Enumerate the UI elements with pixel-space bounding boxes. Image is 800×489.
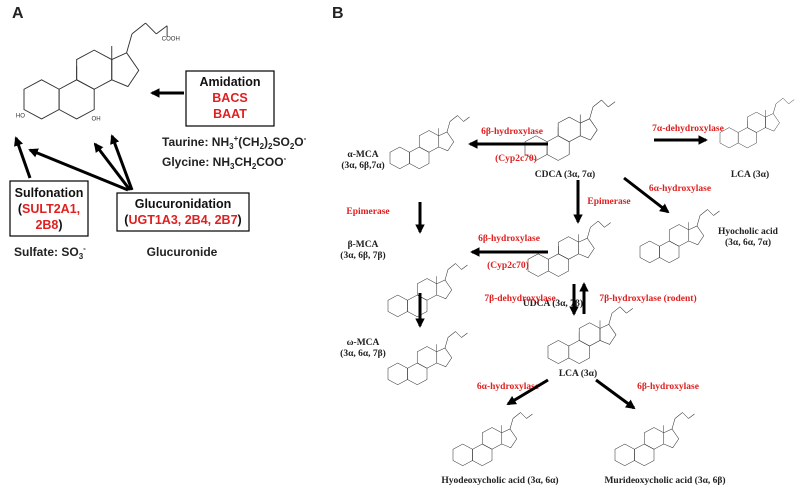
sulfonation-arrow (14, 136, 32, 179)
enzyme-7b-hydroxylase-rodent: 7β-hydroxylase (rodent) (599, 293, 696, 304)
alpha-mca-config: (3α, 6β,7α) (341, 160, 384, 171)
enzyme-epimerase-left: Epimerase (346, 207, 389, 217)
glucuronidation-title: Glucuronidation (135, 197, 232, 211)
amidation-title: Amidation (199, 75, 260, 89)
hyodeoxycholic-label: Hyodeoxycholic acid (3α, 6α) (441, 475, 558, 486)
hyocholic-name: Hyocholic acid (718, 227, 779, 237)
glycine-formula: Glycine: NH3CH2COO- (162, 154, 287, 171)
amidation-enzyme-bacs: BACS (212, 91, 247, 105)
glucuronide-label: Glucuronide (147, 245, 218, 259)
oh-label: OH (92, 116, 101, 122)
lca-mid-structure (547, 306, 634, 364)
hyocholic-config: (3α, 6α, 7α) (725, 237, 771, 248)
glucuronidation-arrow-24 (110, 134, 134, 191)
panel-a-letter: A (12, 5, 24, 22)
udca-structure (527, 220, 611, 277)
bile-acid-structure: COOH HO OH (16, 22, 180, 122)
alpha-mca-name: α-MCA (347, 150, 378, 160)
amidation-enzyme-baat: BAAT (213, 107, 247, 121)
omega-mca-name: ω-MCA (347, 338, 380, 348)
amidation-box (185, 70, 275, 127)
glucuronidation-box (116, 192, 250, 232)
enzyme-6a-hydroxylase-right: 6α-hydroxylase (649, 184, 711, 194)
udca-label: UDCA (3α, 7β) (523, 298, 583, 309)
enzyme-7a-dehydroxylase: 7α-dehydroxylase (652, 124, 724, 134)
panel-b-letter: B (332, 5, 344, 22)
arrow-cdca-to-hyocholic (623, 176, 670, 214)
cdca-label: CDCA (3α, 7α) (535, 169, 595, 180)
enzyme-epimerase-center: Epimerase (587, 197, 630, 207)
arrow-lca-to-hyodeoxycholic (506, 378, 549, 406)
enzyme-6b-hydroxylase-top: 6β-hydroxylase (481, 127, 543, 137)
enzyme-7b-dehydroxylase: 7β-dehydroxylase (484, 294, 555, 304)
enzyme-cyp2c70-mid: (Cyp2c70) (487, 260, 529, 271)
cooh-label: COOH (162, 37, 180, 43)
sulfonation-box (9, 180, 89, 237)
beta-mca-name: β-MCA (348, 240, 379, 250)
arrow-lca-to-murideoxycholic (595, 378, 636, 410)
omega-mca-structure (387, 331, 468, 386)
enzyme-6a-hydroxylase-bottom: 6α-hydroxylase (477, 382, 539, 392)
alpha-mca-structure (389, 115, 470, 170)
glucuronidation-arrow-3 (28, 148, 129, 192)
omega-mca-config: (3α, 6α, 7β) (340, 348, 386, 359)
lca-mid-label: LCA (3α) (559, 368, 597, 379)
glucuronidation-enzymes: (UGT1A3, 2B4, 2B7) (124, 213, 241, 227)
enzyme-cyp2c70-top: (Cyp2c70) (495, 153, 537, 164)
hyocholic-structure (639, 209, 720, 264)
murideoxycholic-structure (614, 412, 695, 467)
glucuronidation-arrow-7 (93, 142, 132, 191)
sulfate-formula: Sulfate: SO3- (14, 244, 86, 261)
hyodeoxycholic-structure (452, 412, 533, 467)
lca-top-label: LCA (3α) (731, 169, 769, 180)
ho-label: HO (16, 114, 25, 120)
beta-mca-config: (3α, 6β, 7β) (340, 250, 385, 261)
taurine-formula: Taurine: NH3+(CH2)2SO2O- (162, 134, 307, 151)
murideoxycholic-label: Murideoxycholic acid (3α, 6β) (604, 475, 725, 486)
sulfonation-enzymes-line1: (SULT2A1, (18, 202, 80, 216)
beta-mca-structure (387, 263, 468, 318)
sulfonation-title: Sulfonation (15, 186, 84, 200)
enzyme-6b-hydroxylase-mid: 6β-hydroxylase (478, 234, 540, 244)
sulfonation-enzymes-line2: 2B8) (35, 218, 62, 232)
enzyme-6b-hydroxylase-bottom: 6β-hydroxylase (637, 382, 699, 392)
lca-top-structure (719, 97, 795, 149)
